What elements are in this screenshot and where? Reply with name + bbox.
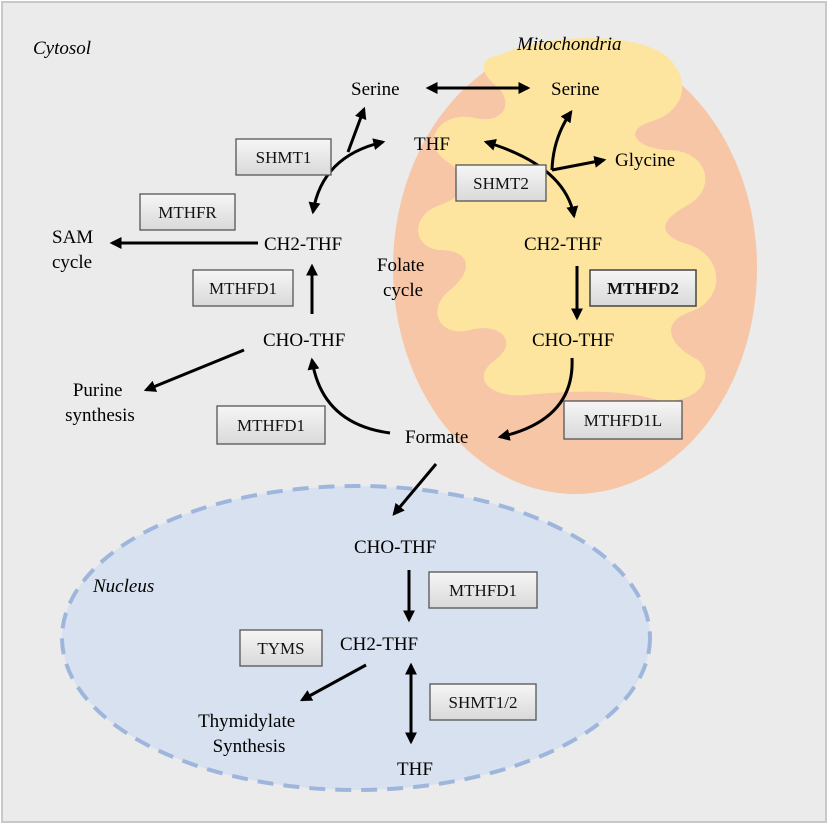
shmt1-serine-branch-arrow (346, 106, 367, 153)
formate-to-chothf-arrow (307, 357, 391, 435)
enzyme-label-mthfd1-cytosol-lower: MTHFD1 (237, 416, 305, 435)
shmt1-reaction-arrow (308, 138, 386, 215)
purine-synthesis-line1: Purine (73, 380, 123, 401)
folate-cycle-label: Folate cycle (377, 255, 429, 301)
formate-label: Formate (405, 427, 468, 448)
purine-arrow (143, 348, 245, 392)
enzyme-box-shmt12: SHMT1/2 (429, 683, 537, 721)
enzyme-box-mthfd1-cytosol-lower: MTHFD1 (216, 405, 326, 445)
ch2thf-cytosol-label: CH2-THF (264, 234, 342, 255)
glycine-arrow (551, 155, 607, 172)
enzyme-box-shmt2: SHMT2 (455, 164, 547, 202)
enzyme-label-tyms: TYMS (257, 639, 304, 658)
sam-cycle-line2: cycle (52, 252, 92, 273)
ch2thf-nucleus-label: CH2-THF (340, 634, 418, 655)
enzyme-box-mthfd1-cytosol-upper: MTHFD1 (192, 269, 294, 307)
mitochondria-cristae (418, 38, 717, 401)
folate-cycle-line1: Folate (377, 255, 425, 276)
thymidylate-synthesis-label: Thymidylate Synthesis (198, 711, 300, 757)
purine-synthesis-label: Purine synthesis (65, 380, 135, 426)
sam-cycle-line1: SAM (52, 227, 93, 248)
serine-cytosol-label: Serine (351, 79, 400, 100)
sam-cycle-label: SAM cycle (52, 227, 98, 273)
enzyme-box-tyms: TYMS (239, 629, 323, 667)
thf-cytosol-label: THF (414, 134, 450, 155)
folate-cycle-line2: cycle (383, 280, 423, 301)
enzyme-label-shmt1: SHMT1 (256, 148, 312, 167)
enzyme-box-mthfd2: MTHFD2 (589, 269, 697, 307)
mthfd1l-arrow (497, 357, 574, 441)
enzyme-box-mthfd1l: MTHFD1L (563, 400, 683, 440)
reaction-arrows (109, 82, 607, 745)
enzyme-label-mthfd1-cytosol-upper: MTHFD1 (209, 279, 277, 298)
thf-nucleus-label: THF (397, 759, 433, 780)
enzyme-box-mthfd1-nucleus: MTHFD1 (428, 571, 538, 609)
shmt2-reaction-arrow (483, 139, 579, 219)
thymidylate-synthesis-line1: Thymidylate (198, 711, 295, 732)
cytosol-label: Cytosol (33, 38, 91, 59)
formate-to-nucleus-arrow (392, 463, 438, 516)
enzyme-label-shmt12: SHMT1/2 (449, 693, 518, 712)
glycine-label: Glycine (615, 150, 675, 171)
tyms-arrow (299, 663, 367, 702)
nucleus-label: Nucleus (92, 576, 154, 597)
mitochondria-label: Mitochondria (516, 34, 622, 55)
ch2thf-mitochondria-label: CH2-THF (524, 234, 602, 255)
enzyme-label-mthfd2: MTHFD2 (607, 279, 679, 298)
enzyme-label-mthfr: MTHFR (158, 203, 217, 222)
thymidylate-synthesis-line2: Synthesis (213, 736, 286, 757)
enzyme-label-mthfd1l: MTHFD1L (584, 411, 662, 430)
enzyme-box-mthfr: MTHFR (139, 193, 236, 231)
purine-synthesis-line2: synthesis (65, 405, 135, 426)
shmt2-serine-branch-arrow (550, 110, 573, 171)
chothf-nucleus-label: CHO-THF (354, 537, 436, 558)
enzyme-label-mthfd1-nucleus: MTHFD1 (449, 581, 517, 600)
enzyme-label-shmt2: SHMT2 (473, 174, 529, 193)
chothf-cytosol-label: CHO-THF (263, 330, 345, 351)
enzyme-box-shmt1: SHMT1 (235, 138, 332, 176)
chothf-mitochondria-label: CHO-THF (532, 330, 614, 351)
serine-mitochondria-label: Serine (551, 79, 600, 100)
